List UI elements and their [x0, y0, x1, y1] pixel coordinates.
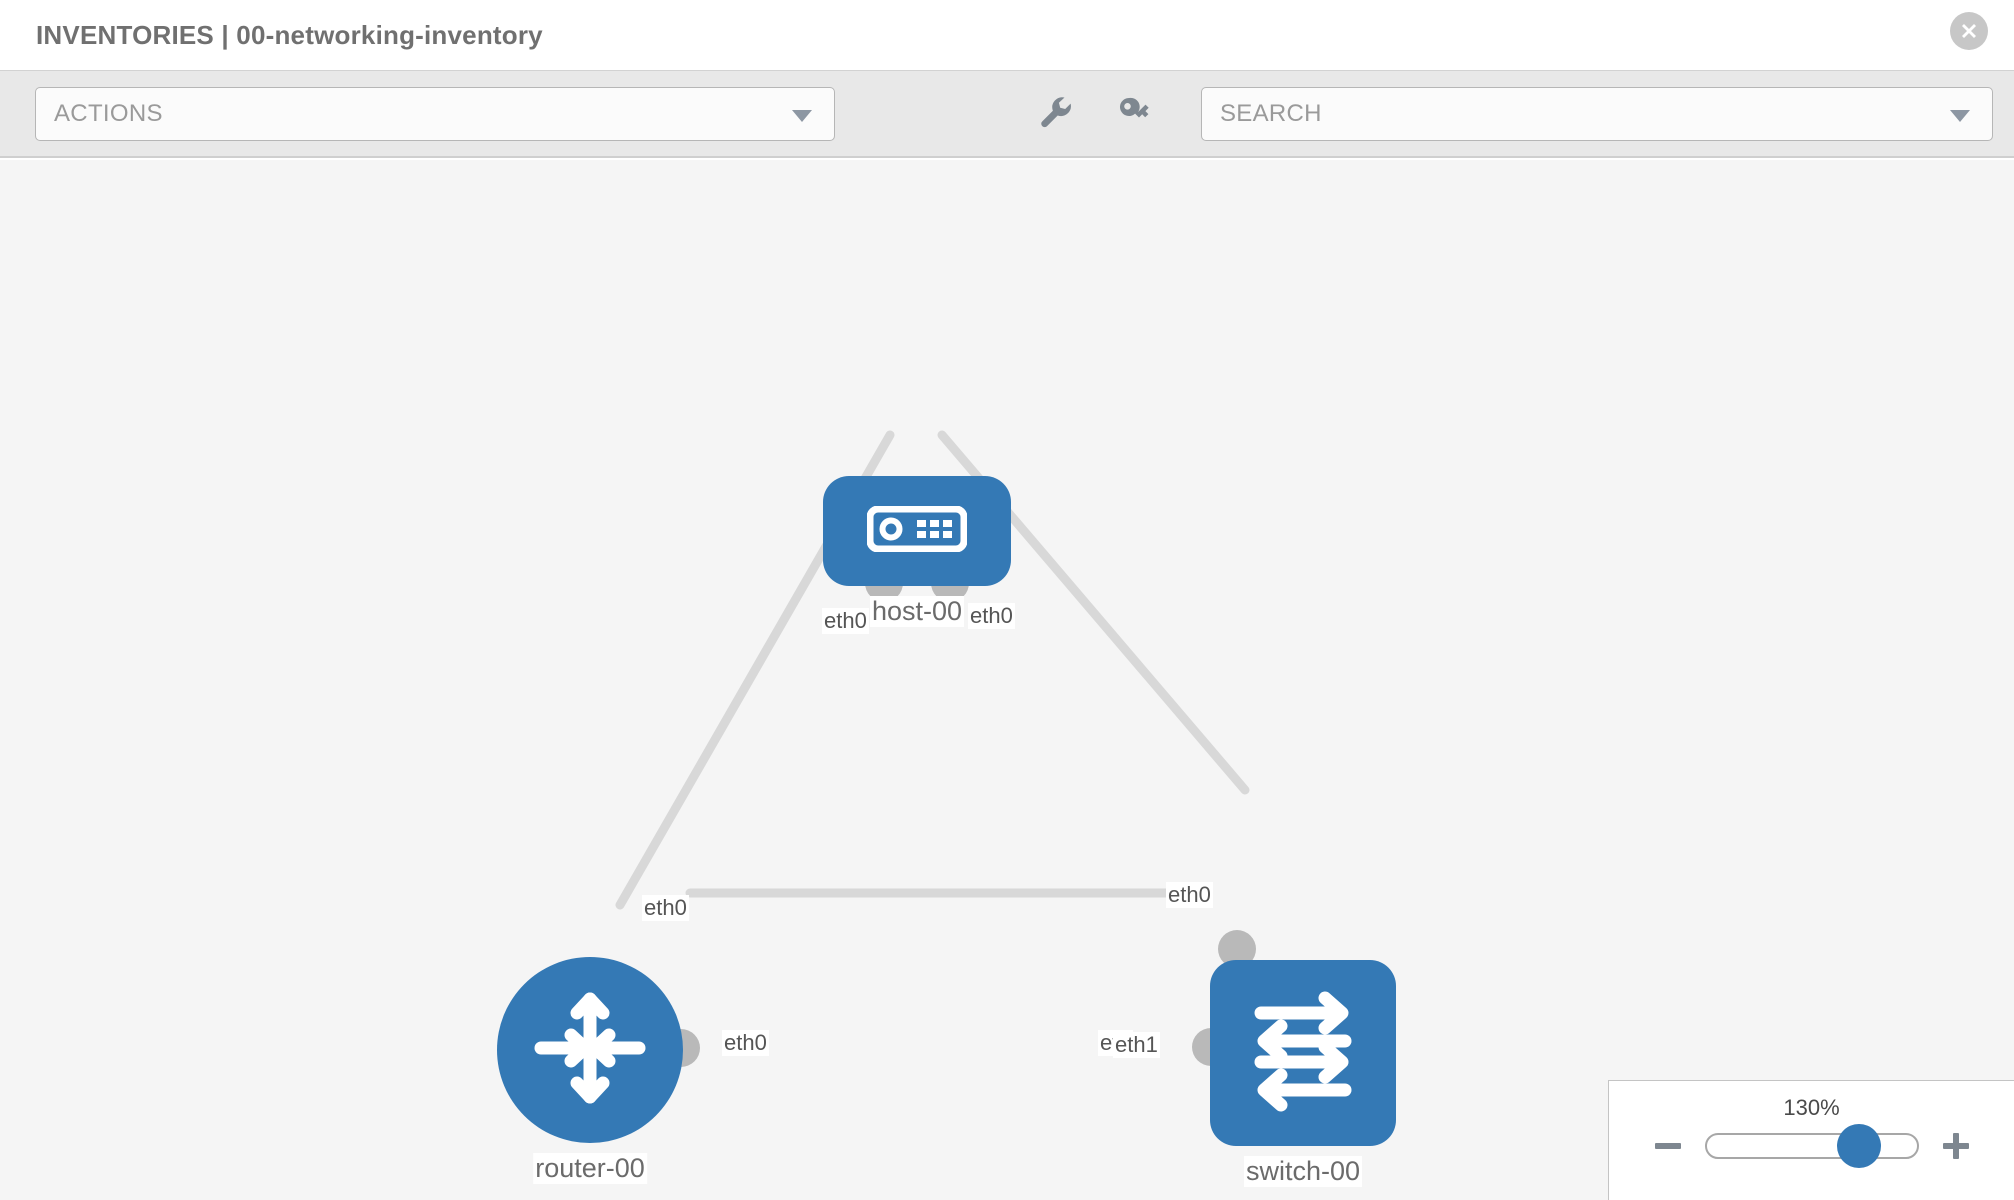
- topology-graph: host-00: [0, 160, 2014, 1200]
- topology-edges: [615, 430, 1250, 910]
- zoom-level-value: 130%: [1783, 1095, 1840, 1120]
- host-node-shape[interactable]: [823, 476, 1011, 586]
- node-router-00[interactable]: router-00: [497, 957, 700, 1184]
- node-label-host-00: host-00: [869, 596, 965, 627]
- switch-node-shape[interactable]: [1210, 960, 1396, 1146]
- edge-label-host-left: eth0: [822, 608, 869, 634]
- edge-label-switch-left-b: eth1: [1113, 1032, 1160, 1058]
- zoom-in-button[interactable]: [1941, 1131, 1971, 1161]
- zoom-slider-track[interactable]: [1704, 1124, 1919, 1168]
- edge-label-router-right: eth0: [722, 1030, 769, 1056]
- close-icon[interactable]: [1950, 12, 1988, 50]
- node-label-router-00: router-00: [533, 1153, 647, 1184]
- topology-canvas[interactable]: host-00: [0, 160, 2014, 1200]
- zoom-slider-row: [1609, 1124, 2014, 1168]
- node-host-00[interactable]: host-00: [823, 476, 1011, 627]
- toolbar-icon-group: [1035, 91, 1155, 136]
- search-placeholder: SEARCH: [1220, 99, 1322, 127]
- toolbar: ACTIONS SEARCH: [0, 70, 2014, 158]
- router-node-shape[interactable]: [497, 957, 683, 1143]
- edge-label-router-up: eth0: [642, 895, 689, 921]
- zoom-control-panel: 130%: [1608, 1080, 2014, 1200]
- zoom-slider-thumb[interactable]: [1836, 1124, 1881, 1168]
- wrench-icon[interactable]: [1035, 91, 1075, 136]
- switch-arrows-icon: [1241, 989, 1365, 1118]
- actions-dropdown[interactable]: ACTIONS: [35, 86, 835, 141]
- node-switch-00[interactable]: switch-00: [1192, 930, 1396, 1187]
- edge-label-switch-up: eth0: [1166, 882, 1213, 908]
- search-input[interactable]: SEARCH: [1201, 86, 1993, 141]
- router-arrows-icon: [527, 985, 653, 1116]
- chevron-down-icon: [792, 109, 812, 122]
- page-title: INVENTORIES | 00-networking-inventory: [36, 19, 543, 50]
- server-icon: [866, 505, 968, 557]
- node-label-switch-00: switch-00: [1243, 1156, 1363, 1187]
- chevron-down-icon: [1950, 109, 1970, 122]
- page-header: INVENTORIES | 00-networking-inventory: [0, 0, 2014, 70]
- zoom-out-button[interactable]: [1653, 1131, 1683, 1161]
- key-icon[interactable]: [1115, 91, 1155, 136]
- actions-dropdown-label: ACTIONS: [54, 99, 163, 127]
- edge-label-host-right: eth0: [968, 603, 1015, 629]
